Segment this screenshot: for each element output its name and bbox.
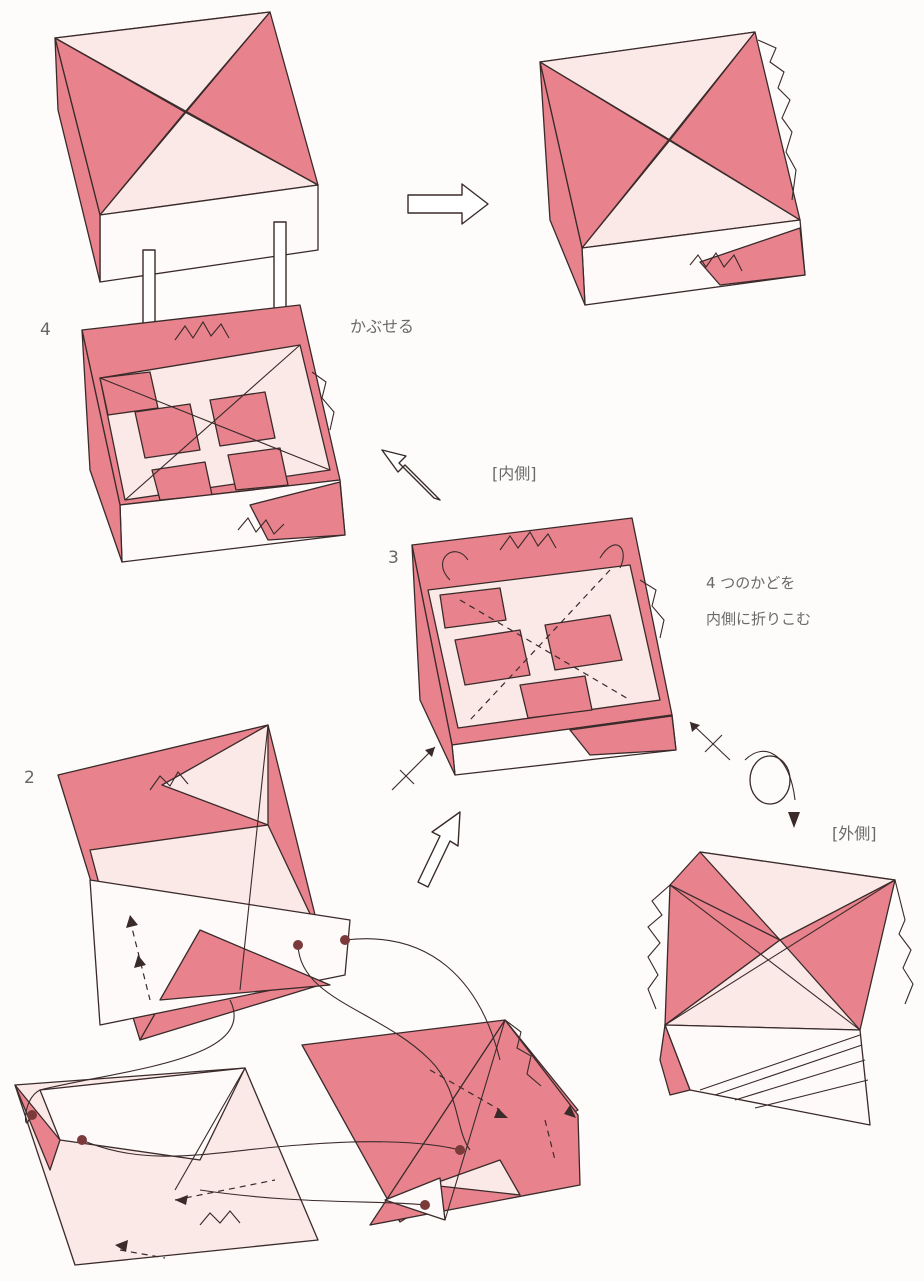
- step2-number: 2: [24, 768, 35, 788]
- finished-box: [539, 31, 806, 306]
- lid-box: [54, 11, 319, 283]
- step4-box: [81, 304, 346, 563]
- fold-instruction-line1: 4 つのかどを: [706, 574, 796, 592]
- step2-assembly: [14, 724, 581, 1266]
- fold-instruction-line2: 内側に折りこむ: [706, 610, 812, 628]
- step4-number: 4: [40, 320, 51, 340]
- right-arrow: [407, 183, 489, 225]
- step3-box: [411, 517, 677, 776]
- cover-label: かぶせる: [350, 317, 415, 336]
- flip-arrow-icon: [744, 750, 800, 828]
- up-right-arrow: [417, 811, 461, 888]
- up-left-arrow: [381, 449, 441, 501]
- x-marker-left: [391, 746, 436, 791]
- outside-label: [外側]: [832, 824, 877, 843]
- x-marker-right: [689, 721, 731, 761]
- step3-number: 3: [388, 548, 399, 568]
- inside-label: [内側]: [492, 464, 537, 483]
- outside-view-box: [647, 851, 914, 1126]
